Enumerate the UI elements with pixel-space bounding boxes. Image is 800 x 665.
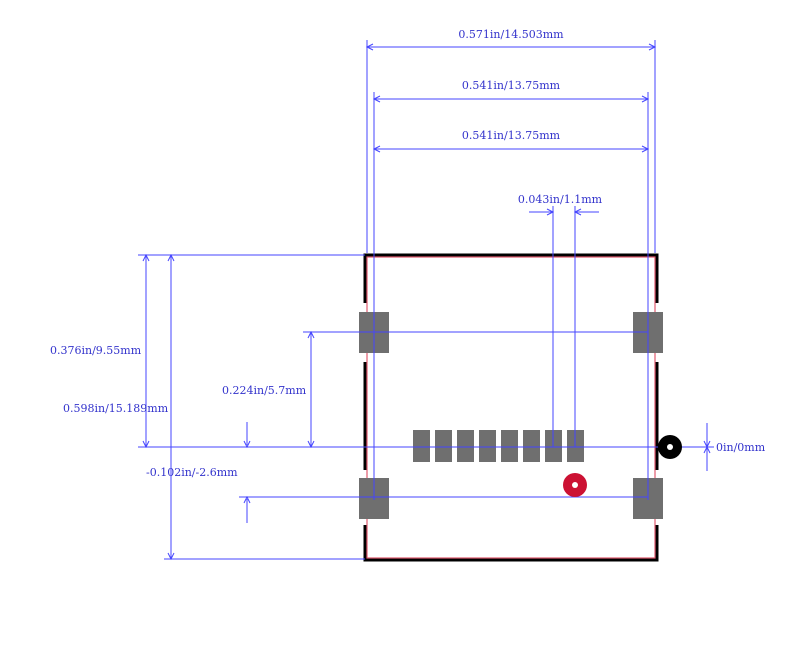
component-outline (363, 253, 659, 562)
pin1-marker (563, 473, 587, 497)
signal-pad (435, 430, 452, 462)
dim-neg-offset-label: -0.102in/-2.6mm (146, 466, 238, 479)
dim-pad-span-2-label: 0.541in/13.75mm (462, 129, 561, 142)
origin-marker (658, 435, 682, 459)
signal-pads (413, 430, 584, 462)
dimension-lines (138, 40, 714, 561)
signal-pad (501, 430, 518, 462)
signal-pad (479, 430, 496, 462)
dim-pad-span-1-label: 0.541in/13.75mm (462, 79, 561, 92)
mounting-pads (359, 312, 663, 519)
dim-height-b-label: 0.598in/15.189mm (63, 402, 169, 415)
signal-pad (523, 430, 540, 462)
dim-pin-pitch-label: 0.043in/1.1mm (518, 193, 603, 206)
dim-origin-label: 0in/0mm (716, 441, 766, 454)
signal-pad (413, 430, 430, 462)
dim-total-width-label: 0.571in/14.503mm (458, 28, 564, 41)
signal-pad (457, 430, 474, 462)
dim-pad-offset-label: 0.224in/5.7mm (222, 384, 307, 397)
dim-height-a-label: 0.376in/9.55mm (50, 344, 142, 357)
courtyard-outline (366, 256, 656, 559)
